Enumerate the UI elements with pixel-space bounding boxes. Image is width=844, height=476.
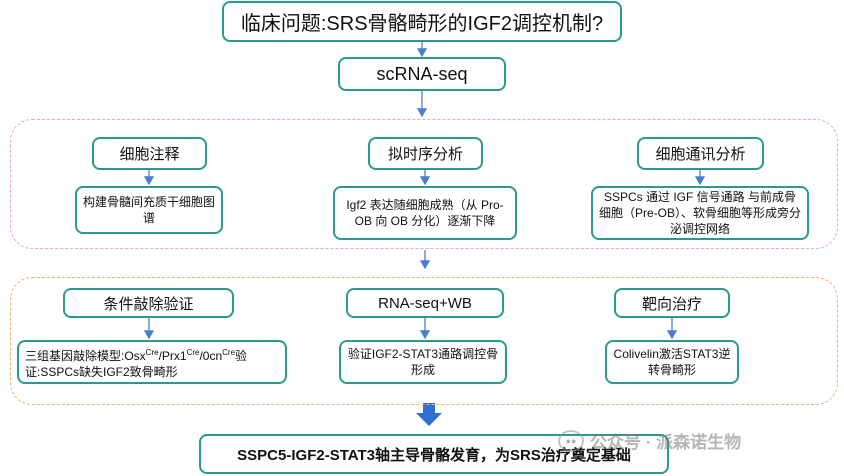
validation-detail-1-sup-b: Cre [186, 347, 200, 357]
validation-detail-2: 验证IGF2-STAT3通路调控骨形成 [347, 347, 499, 377]
analysis-detail-3: SSPCs 通过 IGF 信号通路 与前成骨细胞（Pre-OB）、软骨细胞等形成… [599, 190, 802, 236]
validation-label-2: RNA-seq+WB [378, 294, 472, 312]
validation-detail-1: 三组基因敲除模型:OsxCre/Prx1Cre/0cnCre验证:SSPCs缺失… [25, 345, 279, 380]
validation-detail-1-sup-a: Cre [145, 347, 159, 357]
analysis-detail-1: 构建骨髓间充质干细胞图谱 [83, 195, 216, 225]
analysis-group [10, 119, 838, 249]
validation-detail-box-3: Colivelin激活STAT3逆转骨畸形 [605, 340, 739, 384]
analysis-label-3: 细胞通讯分析 [655, 146, 746, 163]
validation-group [10, 277, 838, 405]
validation-detail-1-mid-b: /0cn [199, 348, 223, 363]
validation-label-3: 靶向治疗 [641, 295, 702, 313]
big-down-arrow [416, 403, 442, 426]
conclusion-text: SSPC5-IGF2-STAT3轴主导骨骼发育，为SRS治疗奠定基础 [237, 446, 631, 464]
method-text: scRNA-seq [376, 63, 468, 84]
conclusion-box: SSPC5-IGF2-STAT3轴主导骨骼发育，为SRS治疗奠定基础 [199, 434, 669, 474]
validation-detail-1-prefix: 三组基因敲除模型:Osx [25, 348, 146, 363]
validation-detail-box-2: 验证IGF2-STAT3通路调控骨形成 [339, 340, 507, 384]
validation-label-box-3: 靶向治疗 [614, 288, 730, 318]
analysis-detail-box-2: Igf2 表达随细胞成熟（从 Pro-OB 向 OB 分化）逐渐下降 [333, 186, 517, 240]
validation-detail-1-mid-a: /Prx1 [158, 348, 187, 363]
analysis-label-2: 拟时序分析 [387, 146, 463, 163]
analysis-label-1: 细胞注释 [119, 146, 180, 163]
analysis-detail-box-1: 构建骨髓间充质干细胞图谱 [75, 186, 223, 234]
clinical-question-text: 临床问题:SRS骨骼畸形的IGF2调控机制? [240, 13, 604, 35]
validation-label-1: 条件敲除验证 [103, 295, 194, 313]
validation-detail-1-sup-c: Cre [222, 347, 236, 357]
validation-label-box-2: RNA-seq+WB [346, 288, 504, 318]
method-box: scRNA-seq [338, 57, 506, 91]
clinical-question-box: 临床问题:SRS骨骼畸形的IGF2调控机制? [222, 1, 622, 42]
analysis-detail-box-3: SSPCs 通过 IGF 信号通路 与前成骨细胞（Pre-OB）、软骨细胞等形成… [591, 186, 809, 240]
validation-detail-1-suffix: 验证:SSPCs缺失IGF2致骨畸形 [25, 348, 248, 379]
validation-detail-box-1: 三组基因敲除模型:OsxCre/Prx1Cre/0cnCre验证:SSPCs缺失… [17, 340, 287, 384]
validation-label-box-1: 条件敲除验证 [63, 288, 234, 318]
analysis-label-box-3: 细胞通讯分析 [637, 137, 764, 170]
analysis-detail-2: Igf2 表达随细胞成熟（从 Pro-OB 向 OB 分化）逐渐下降 [346, 198, 504, 228]
analysis-label-box-1: 细胞注释 [92, 137, 207, 170]
validation-detail-3: Colivelin激活STAT3逆转骨畸形 [613, 347, 731, 377]
analysis-label-box-2: 拟时序分析 [368, 137, 483, 170]
